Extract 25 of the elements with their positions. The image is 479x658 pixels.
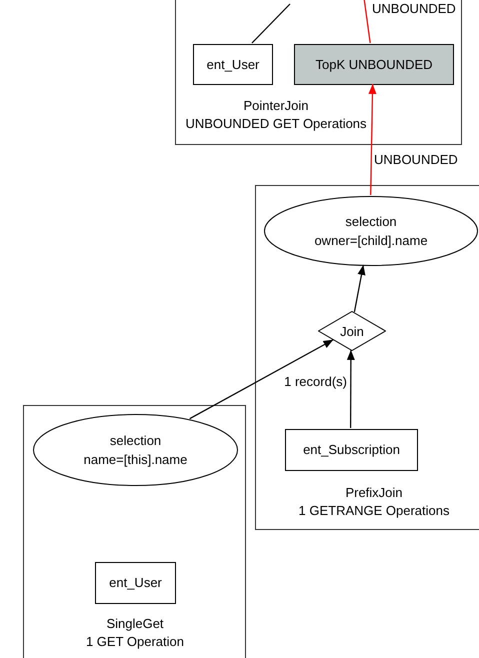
process-box: ent_User <box>95 562 176 604</box>
connector-line <box>252 4 290 44</box>
node-label: name=[this].name <box>84 451 188 469</box>
arrow <box>354 264 366 312</box>
arrow <box>346 350 355 428</box>
cluster-label: UNBOUNDED GET Operations <box>185 115 367 133</box>
cluster-box <box>175 0 462 145</box>
connector-line <box>363 0 371 44</box>
arrow <box>189 339 334 420</box>
node-label: selection <box>110 432 162 450</box>
process-box: ent_User <box>193 44 273 85</box>
cluster-label: 1 GETRANGE Operations <box>298 502 450 520</box>
cluster-box <box>255 185 479 530</box>
node-label: owner=[child].name <box>314 232 428 250</box>
edge-label: 1 record(s) <box>284 374 347 390</box>
arrow <box>368 84 376 196</box>
cluster-label: SingleGet <box>106 615 164 633</box>
cluster-box <box>23 405 246 658</box>
node-label: Join <box>340 322 364 340</box>
cluster-label: 1 GET Operation <box>86 633 184 651</box>
cluster-label: PrefixJoin <box>345 484 403 502</box>
process-box: ent_Subscription <box>285 429 418 471</box>
cluster-label: PointerJoin <box>243 97 309 115</box>
node-label: selection <box>345 213 397 231</box>
process-box: TopK UNBOUNDED <box>294 44 454 85</box>
